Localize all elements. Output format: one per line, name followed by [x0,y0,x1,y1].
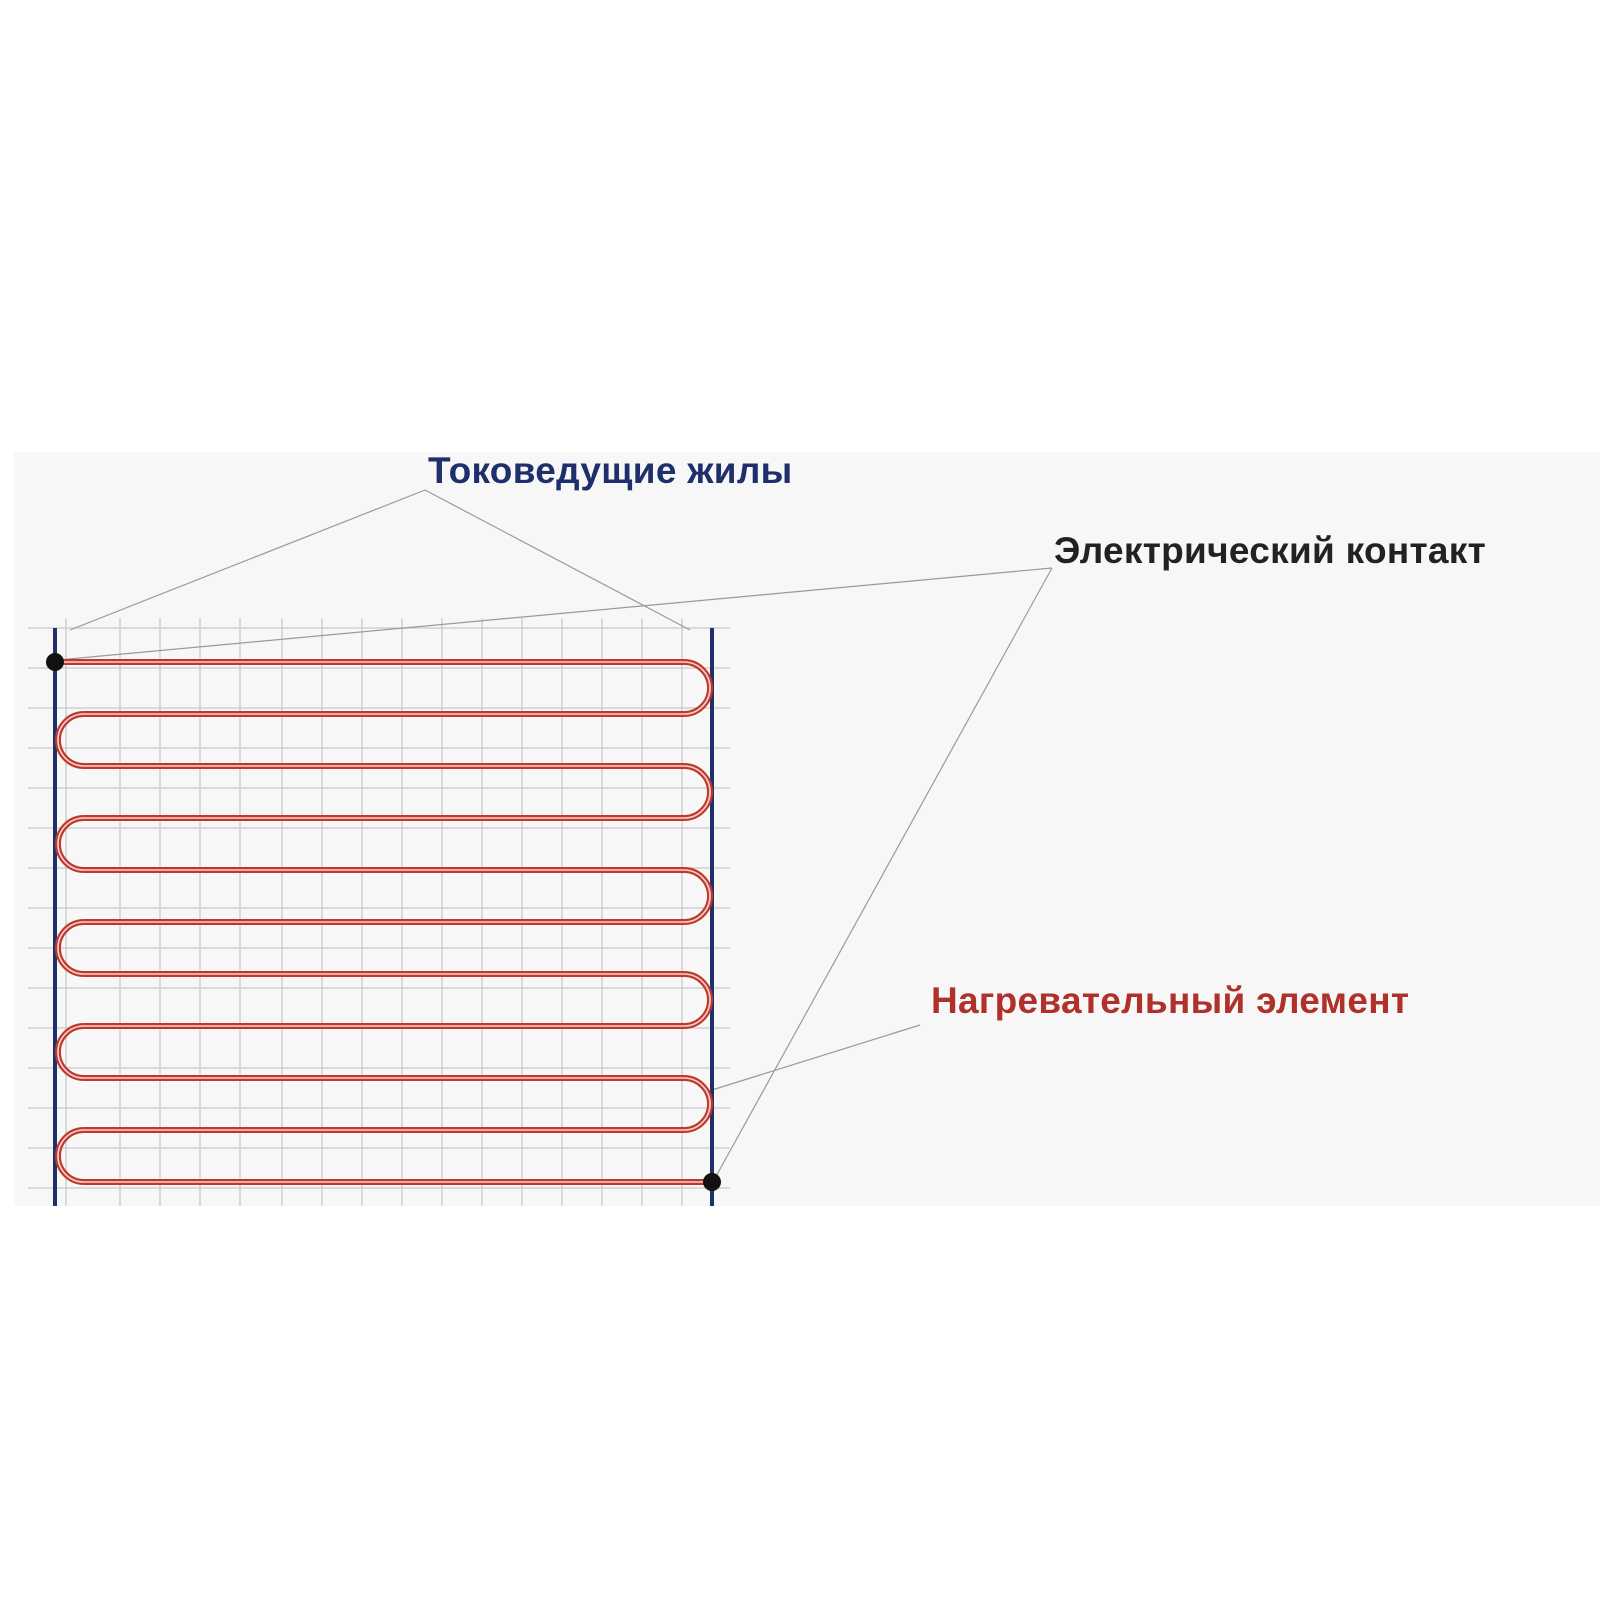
heating-element [52,659,715,1185]
leader-line [424,489,691,631]
leader-lines [57,489,1053,1181]
leader-line [57,567,1053,661]
contact-dot-top-left [46,653,64,671]
label-heating-element: Нагревательный элемент [931,980,1410,1021]
electrical-contacts [46,653,721,1191]
label-conductors: Токоведущие жилы [428,450,793,491]
leader-line [711,1024,921,1091]
leader-line [69,489,426,631]
heating-wire-core [55,661,712,1183]
contact-dot-bottom-right [703,1173,721,1191]
mesh-grid [28,618,730,1206]
leader-line [713,567,1053,1181]
label-electrical-contact: Электрический контакт [1054,530,1487,571]
